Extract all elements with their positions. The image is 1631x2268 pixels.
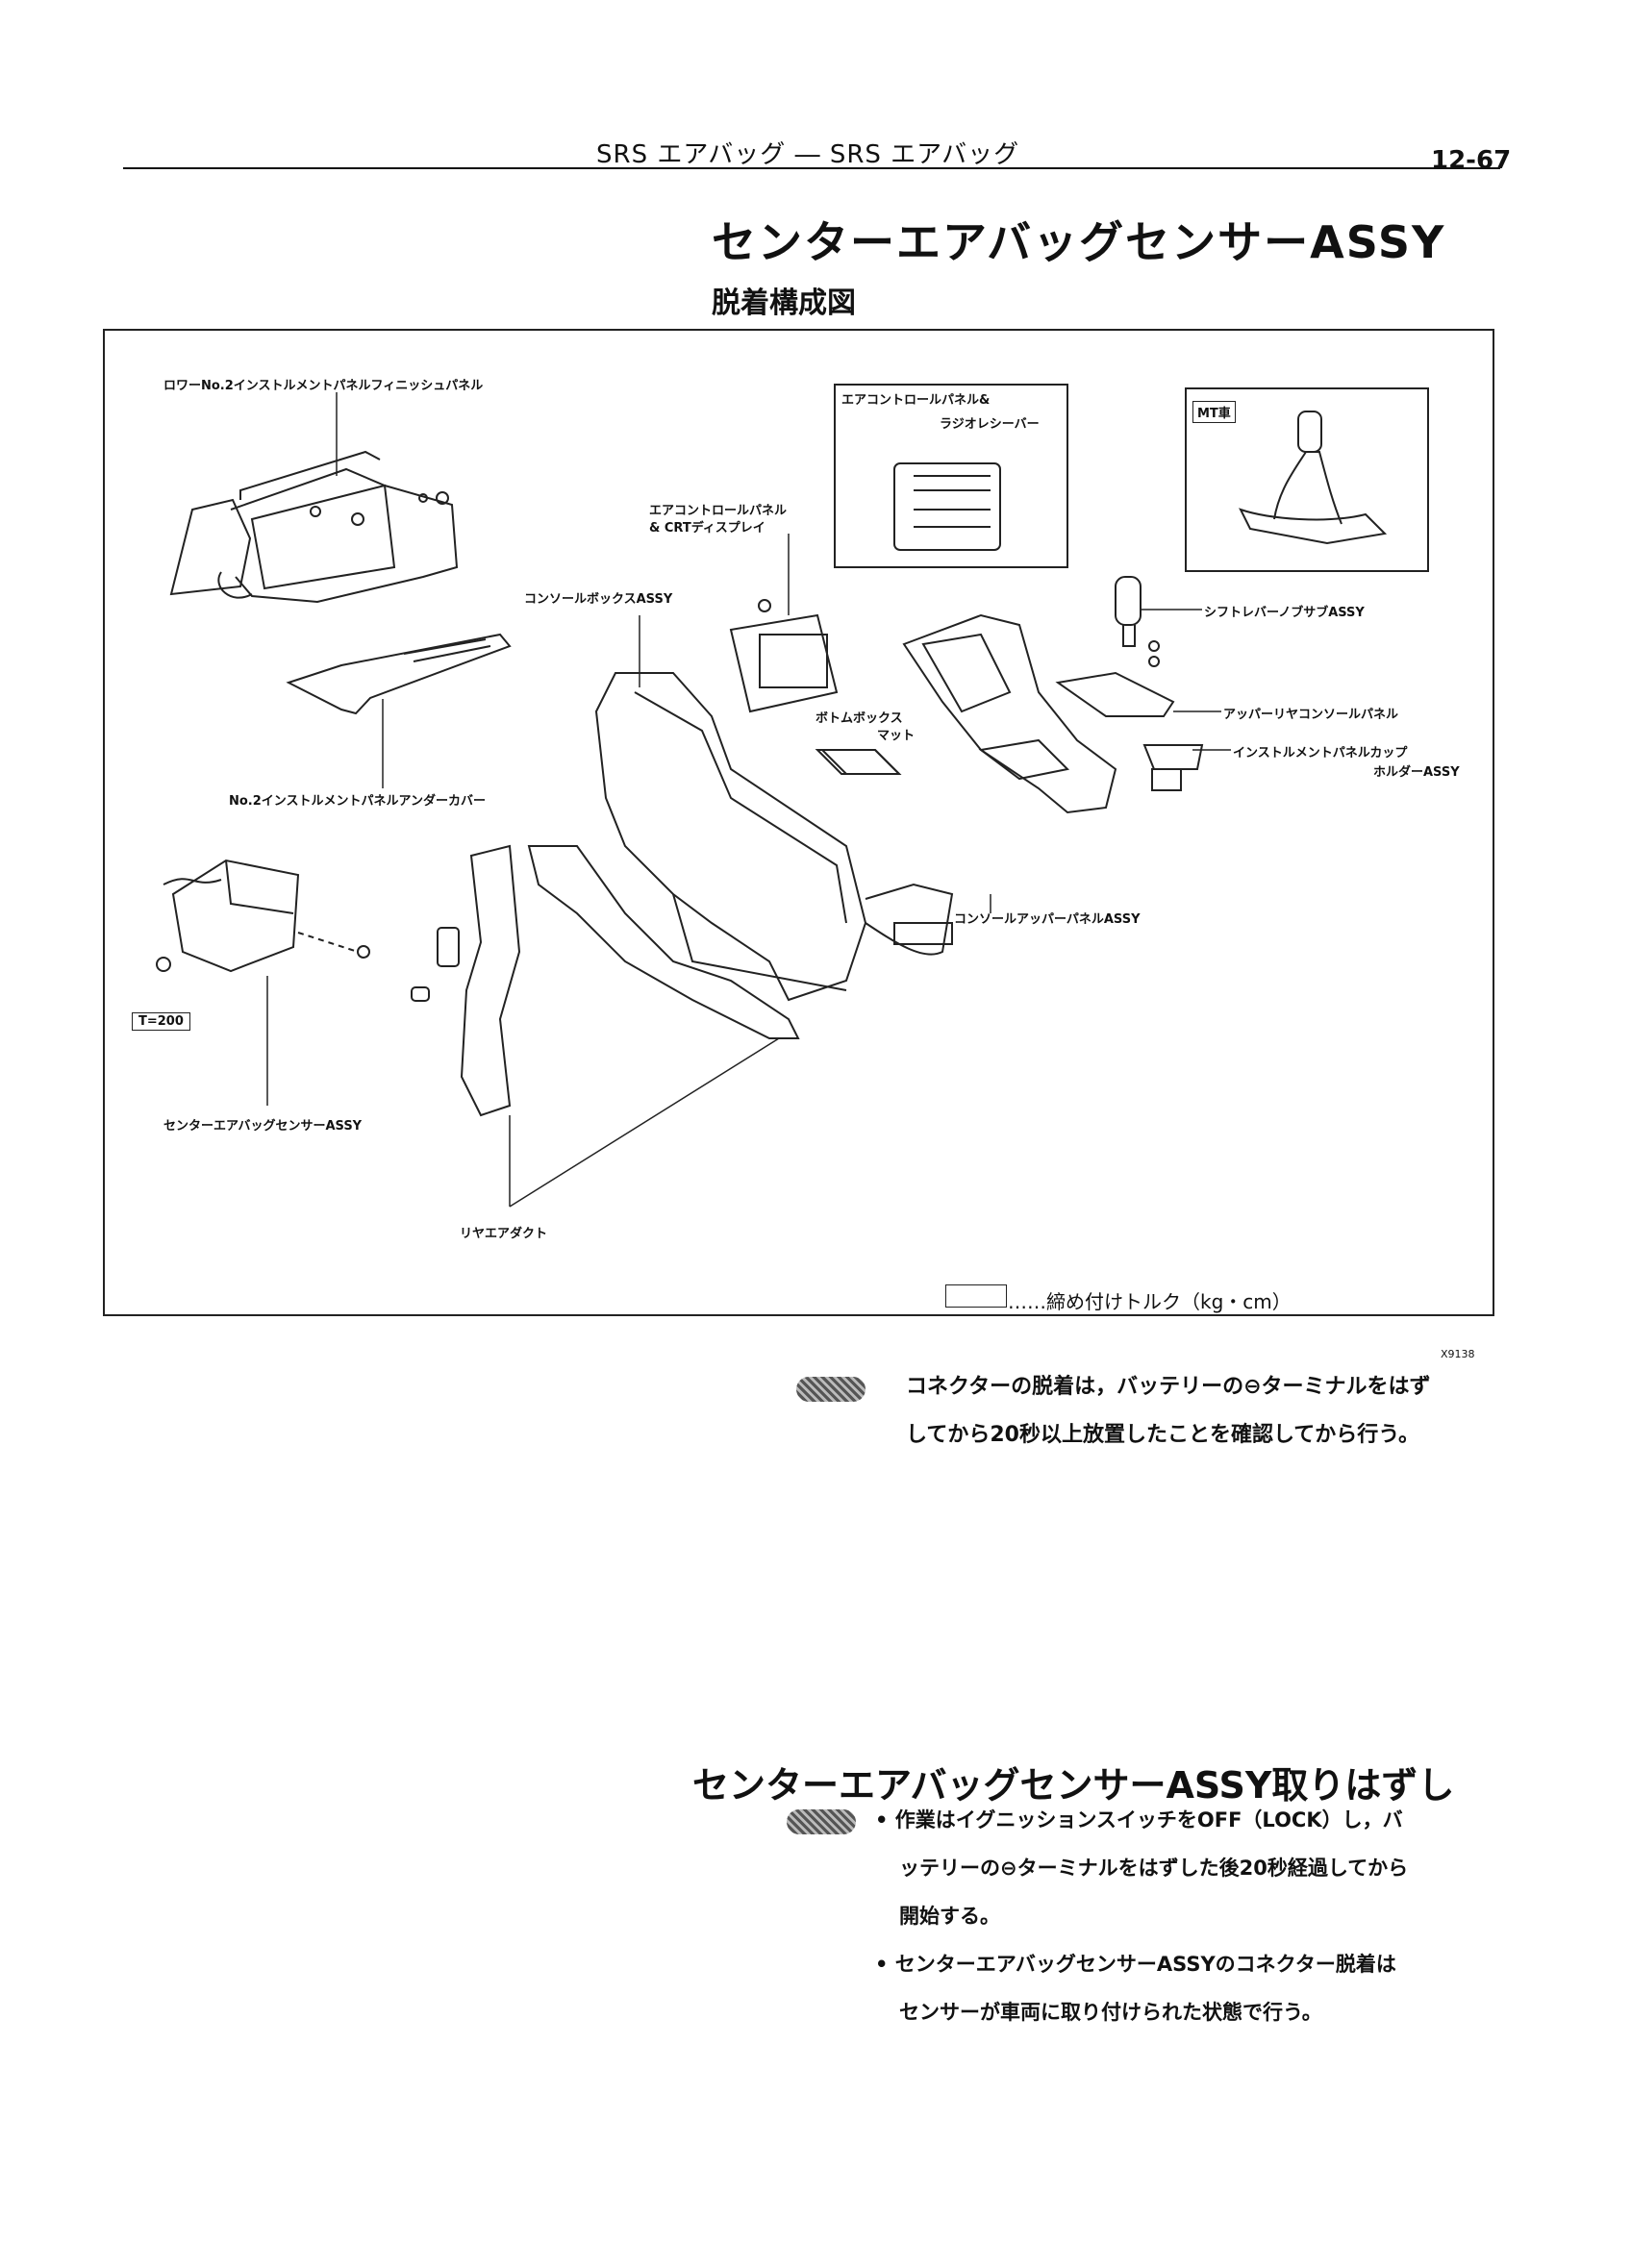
finish-panel-illustration: [169, 450, 459, 604]
label-cup-holder-line1: インストルメントパネルカップ: [1233, 746, 1408, 760]
label-center-sensor: センターエアバッグセンサーASSY: [163, 1119, 363, 1134]
bottom-box-mat-illustration: [815, 749, 902, 775]
page-title: センターエアバッグセンサーASSY: [712, 216, 1446, 268]
label-ac-crt-line2: & CRTディスプレイ: [649, 521, 765, 536]
label-under-cover: No.2インストルメントパネルアンダーカバー: [229, 794, 487, 809]
label-bottom-box-mat-line2: マット: [877, 729, 916, 743]
header-rule: [123, 167, 1500, 169]
label-console-box: コンソールボックスASSY: [524, 592, 673, 607]
caution-text-line1: コネクターの脱着は，バッテリーの⊖ターミナルをはず: [906, 1375, 1431, 1399]
bullet-2-line2: センサーが車両に取り付けられた状態で行う。: [899, 2001, 1322, 2024]
label-bottom-box-mat-line1: ボトムボックス: [816, 711, 903, 726]
ac-radio-illustration: [893, 462, 1001, 551]
removal-heading: センターエアバッグセンサーASSY取りはずし: [692, 1764, 1455, 1807]
console-upper-panel-illustration: [902, 613, 1117, 814]
torque-badge: T=200: [132, 1012, 190, 1031]
caution-icon: [796, 1377, 866, 1402]
shift-boot-illustration: [1239, 411, 1388, 545]
torque-legend-text: ……締め付けトルク（kg・cm）: [1008, 1290, 1292, 1313]
bullet-1-line3: 開始する。: [899, 1905, 1000, 1928]
page-subtitle: 脱着構成図: [712, 287, 856, 320]
ac-crt-illustration: [729, 599, 839, 713]
upper-rear-console-illustration: [1055, 671, 1175, 717]
center-sensor-illustration: [156, 859, 370, 973]
bullet-1-line1: • 作業はイグニッションスイッチをOFF（LOCK）し，バ: [875, 1808, 1403, 1832]
label-lower-finish-panel: ロワーNo.2インストルメントパネルフィニッシュパネル: [163, 379, 484, 393]
label-ac-crt-line1: エアコントロールパネル: [649, 504, 788, 518]
label-shift-knob: シフトレバーノブサブASSY: [1204, 606, 1365, 620]
label-upper-rear-console: アッパーリヤコンソールパネル: [1223, 708, 1399, 722]
label-console-upper-panel: コンソールアッパーパネルASSY: [954, 912, 1141, 927]
bullet-2-line1: • センターエアバッグセンサーASSYのコネクター脱着は: [875, 1953, 1396, 1976]
label-mt-car: MT車: [1192, 401, 1236, 423]
exploded-diagram-frame: [103, 329, 1494, 1316]
cup-holder-illustration: [1142, 744, 1204, 791]
ac-radio-inset-box: [834, 384, 1068, 568]
page-number: 12-67: [1431, 146, 1512, 175]
section-header: SRS エアバッグ ― SRS エアバッグ: [596, 140, 1020, 169]
label-ac-radio-line2: ラジオレシーバー: [940, 417, 1040, 432]
under-cover-illustration: [286, 633, 512, 715]
shift-knob-illustration: [1115, 576, 1160, 667]
torque-legend-box: [945, 1284, 1007, 1308]
bullet-1-line2: ッテリーの⊖ターミナルをはずした後20秒経過してから: [899, 1857, 1409, 1880]
mt-inset-box: [1185, 387, 1429, 572]
caution-text-line2: してから20秒以上放置したことを確認してから行う。: [906, 1423, 1419, 1447]
label-ac-radio-line1: エアコントロールパネル&: [841, 393, 991, 408]
caution-icon-2: [787, 1809, 856, 1834]
leader-lines: [266, 392, 1231, 1208]
rear-duct-illustration: [411, 844, 800, 1117]
label-cup-holder-line2: ホルダーASSY: [1373, 765, 1460, 780]
figure-id: X9138: [1441, 1348, 1475, 1360]
label-rear-duct: リヤエアダクト: [460, 1227, 548, 1241]
